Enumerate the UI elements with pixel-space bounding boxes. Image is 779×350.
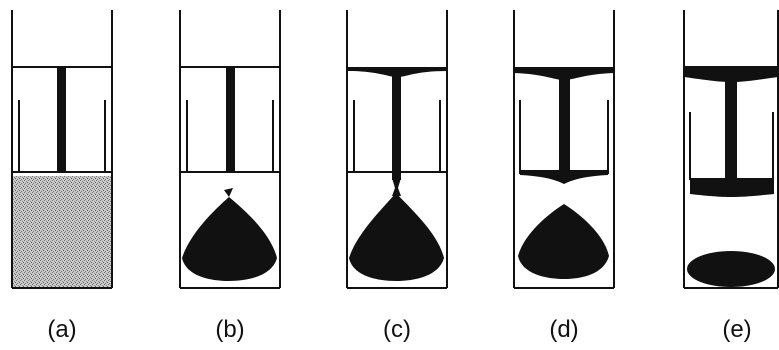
panel-d-mid-plate <box>520 170 608 184</box>
panel-d-label: (d) <box>549 316 579 343</box>
panel-d-top-plate <box>514 67 614 80</box>
panel-a <box>11 10 113 289</box>
panel-c <box>346 10 448 289</box>
panel-a-rod <box>57 67 66 172</box>
panel-e-top-plate <box>684 66 778 82</box>
panel-b <box>179 10 281 289</box>
panel-d <box>513 10 615 289</box>
panel-b-cone-shape <box>182 188 277 281</box>
panel-d-rod <box>559 78 570 174</box>
panel-c-rod <box>392 74 401 180</box>
panel-c-cone-shape <box>349 193 444 281</box>
panel-e <box>683 10 779 289</box>
panel-b-rod <box>226 67 235 172</box>
panel-e-mid-plate <box>690 178 774 197</box>
panel-e-rod <box>725 80 737 182</box>
panel-b-label: (b) <box>215 316 245 343</box>
panel-d-cone-shape <box>518 204 609 279</box>
panel-a-stippled-fill <box>13 176 111 287</box>
panel-e-label: (e) <box>722 316 752 343</box>
panel-c-neck <box>392 178 401 196</box>
panel-c-top-plate <box>347 67 447 77</box>
panel-c-label: (c) <box>383 316 411 343</box>
panel-a-label: (a) <box>47 316 77 343</box>
panel-e-disc-shape <box>687 251 775 287</box>
